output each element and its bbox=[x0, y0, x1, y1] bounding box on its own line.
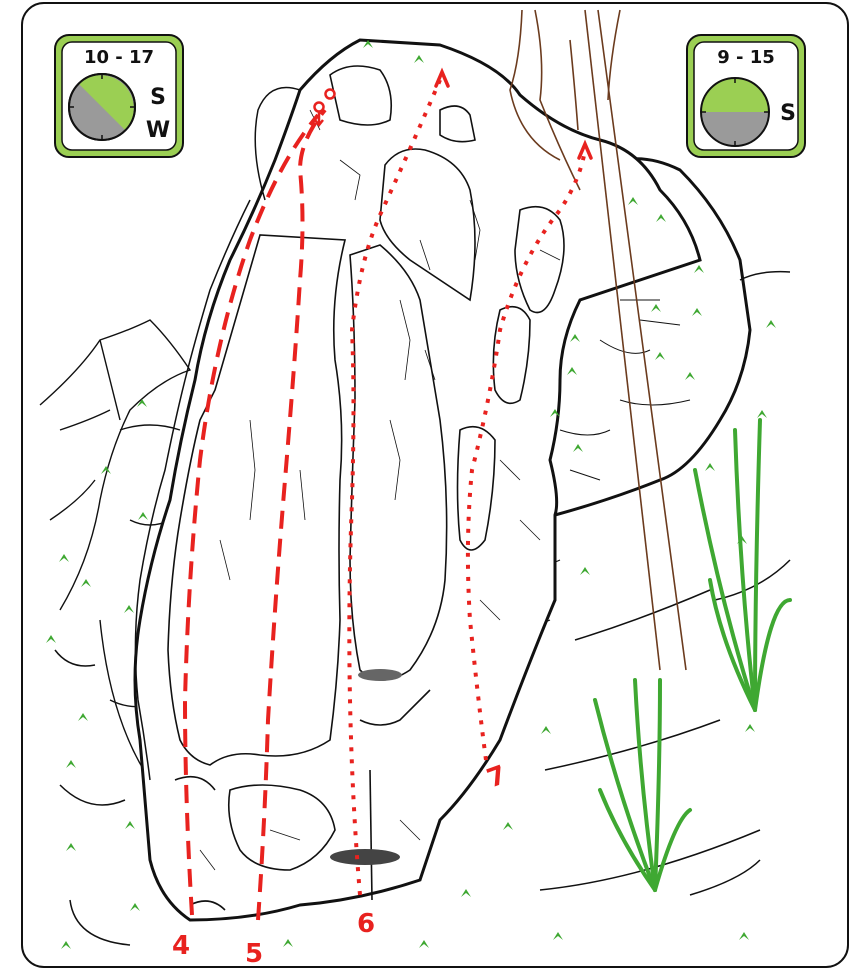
badge-right-aspect-1: S bbox=[780, 101, 796, 126]
badge-right-time: 9 - 15 bbox=[717, 47, 775, 68]
route-4-label: 4 bbox=[172, 931, 190, 961]
badge-left-aspect-1: S bbox=[150, 85, 166, 110]
base-shadow bbox=[330, 849, 400, 865]
badge-left-aspect-2: W bbox=[146, 118, 170, 143]
overhang-shadow bbox=[358, 669, 402, 681]
sun-badge-right: 9 - 15 S bbox=[687, 35, 805, 157]
sun-shade-clock-icon bbox=[701, 78, 769, 146]
sun-shade-clock-icon bbox=[69, 74, 135, 140]
badge-left-time: 10 - 17 bbox=[84, 47, 154, 68]
route-5-label: 5 bbox=[245, 939, 263, 969]
sun-badge-left: 10 - 17 S W bbox=[55, 35, 183, 157]
route-6-label: 6 bbox=[357, 909, 375, 939]
